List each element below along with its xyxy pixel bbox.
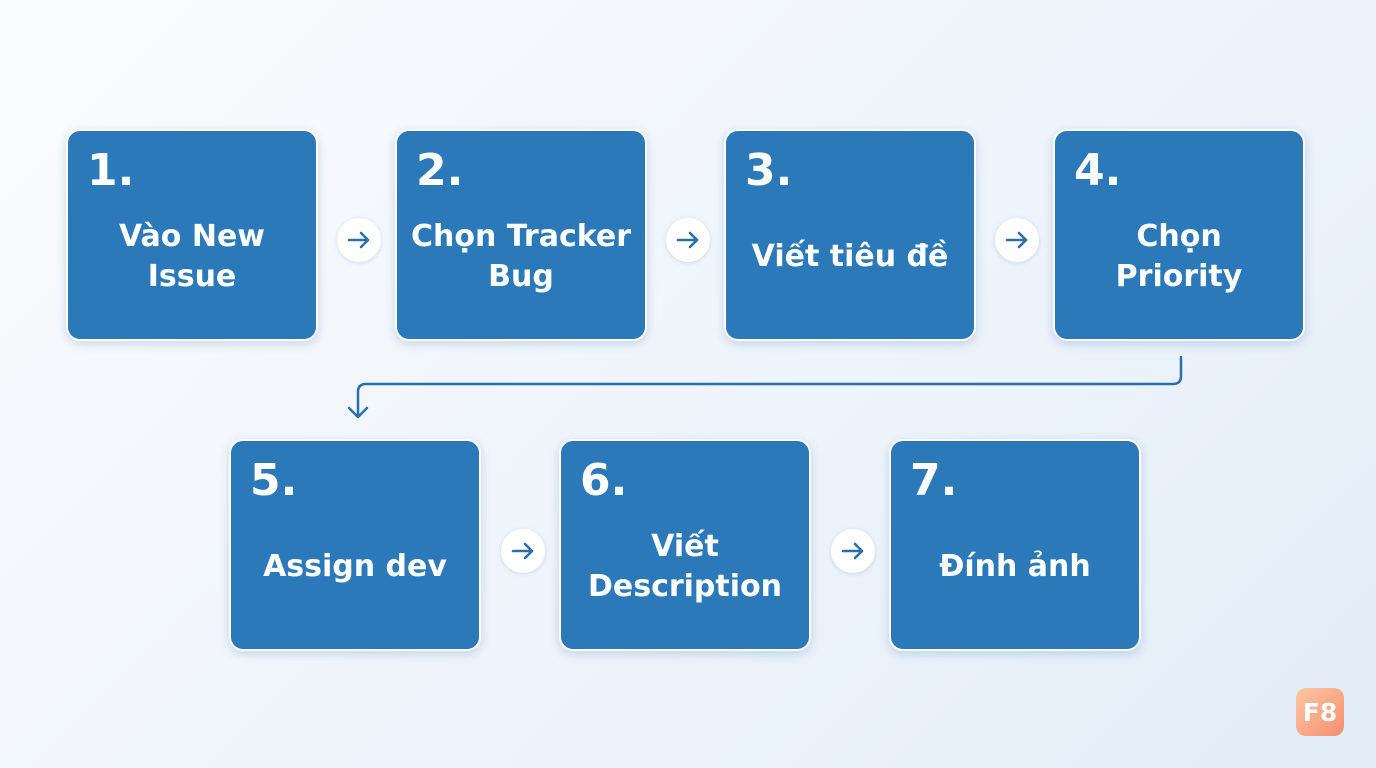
step-number: 2.	[416, 145, 464, 196]
step-label: Assign dev	[263, 549, 447, 584]
arrow-right-icon	[501, 529, 545, 573]
arrow-right-icon	[666, 218, 710, 262]
step-label: Đính ảnh	[939, 549, 1091, 584]
step-number: 4.	[1074, 145, 1122, 196]
step-7-box: 7. Đính ảnh	[889, 439, 1141, 651]
step-number: 3.	[745, 145, 793, 196]
step-number: 1.	[87, 145, 135, 196]
step-5-box: 5. Assign dev	[229, 439, 481, 651]
step-label: Viết tiêu đề	[751, 239, 949, 274]
step-number: 6.	[580, 455, 628, 506]
step-3-box: 3. Viết tiêu đề	[724, 129, 976, 341]
step-number: 7.	[910, 455, 958, 506]
f8-logo-badge: F8	[1296, 688, 1344, 736]
step-number: 5.	[250, 455, 298, 506]
arrow-right-icon	[831, 529, 875, 573]
arrow-right-icon	[337, 218, 381, 262]
arrow-right-icon	[995, 218, 1039, 262]
